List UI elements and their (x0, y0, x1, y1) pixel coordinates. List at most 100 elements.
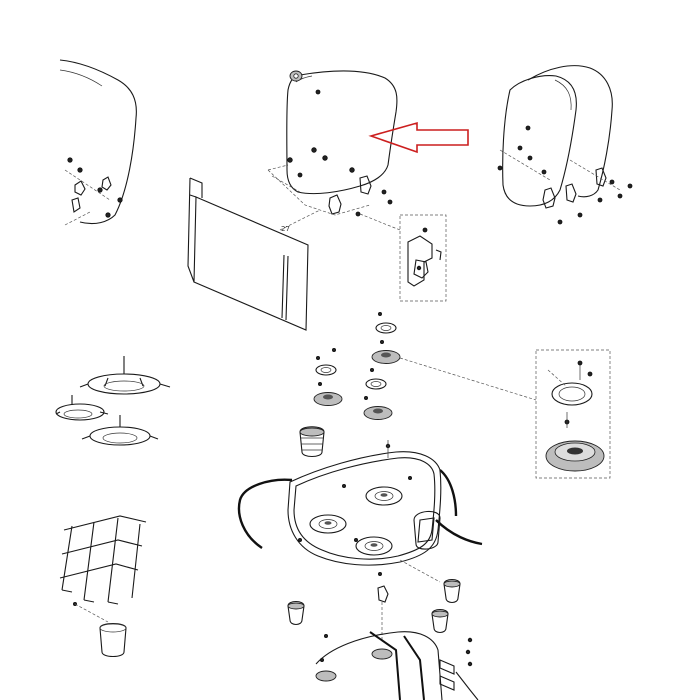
lower-hardware (287, 559, 473, 667)
rack-foot-cap-top (99, 623, 127, 633)
tray-seal (435, 519, 483, 546)
glass-panel (187, 177, 309, 331)
burner-ring (365, 378, 387, 390)
screw (287, 157, 293, 163)
screw (416, 265, 422, 271)
screw (349, 167, 355, 173)
rack-feet (61, 589, 119, 605)
knob-well (413, 510, 441, 550)
cooktop-tray (237, 440, 483, 566)
burner-ring-inner (320, 367, 332, 373)
lid-bumper-hole (293, 73, 299, 79)
leader-line (399, 559, 441, 583)
burner-detail-inset (535, 349, 611, 479)
gas-manifold (315, 631, 479, 700)
leader-line (399, 357, 537, 401)
hinge-bracket (542, 187, 556, 209)
manifold-frame (315, 631, 443, 700)
leader-line (359, 213, 401, 231)
pan-support (89, 426, 151, 446)
burner-base-core (567, 447, 583, 455)
tray-rim (293, 457, 436, 560)
burner-ring-inner (380, 325, 392, 331)
screw (422, 227, 428, 233)
screw (369, 367, 374, 372)
screw (587, 371, 593, 377)
leader-line (74, 603, 109, 623)
manifold-outlet (455, 671, 479, 700)
ribbed-plug-top (299, 427, 325, 437)
screw (97, 187, 103, 193)
detail-frame (535, 349, 611, 479)
screw (363, 395, 368, 400)
manifold-burner (371, 648, 393, 660)
leader-line (279, 209, 321, 231)
screw (609, 179, 615, 185)
burner-ring (375, 322, 397, 334)
manifold-burner (315, 670, 337, 682)
knob-well-inner (417, 517, 435, 543)
hinge-bracket (565, 183, 577, 203)
screw (331, 347, 336, 352)
screw (117, 197, 123, 203)
bracket-hook (413, 249, 442, 279)
hinge-bracket (74, 176, 112, 196)
tray-burner-ring (364, 541, 384, 551)
outline-arrow-left-icon (368, 121, 469, 154)
right-glass-lid-assembly (497, 65, 633, 225)
tray-seal (439, 469, 458, 517)
tray-burner-opening (309, 514, 347, 534)
screw (297, 538, 302, 543)
screw (355, 211, 361, 217)
ribbed-plug (299, 426, 325, 458)
screw (407, 475, 412, 480)
pan-support-arms (79, 356, 171, 388)
pan-support-inner (103, 380, 145, 392)
part-number-label: 27 (281, 225, 290, 233)
screw (311, 147, 317, 153)
pan-support-arms (81, 415, 159, 440)
screw (105, 212, 111, 218)
screw (297, 172, 303, 178)
screw (315, 355, 320, 360)
screw (377, 572, 382, 577)
glass-panel-fold (281, 254, 289, 321)
screw (315, 89, 321, 95)
hinge-detail-frame (267, 164, 371, 216)
screw (322, 155, 328, 161)
right-lid-outline-back (527, 65, 613, 198)
left-glass-lid-assembly (59, 59, 137, 226)
tray-burner-ring (374, 491, 394, 501)
tray-burner-core (370, 543, 378, 547)
left-lid-hinge-hardware (64, 157, 123, 226)
rack-foot-cap (99, 622, 127, 658)
screw (577, 360, 583, 366)
tray-burner-core (324, 521, 332, 525)
screw (467, 661, 473, 667)
leader-line (547, 369, 567, 387)
ribbed-plug-body (299, 426, 325, 458)
pan-support-inner (102, 432, 138, 444)
tray-burner-ring (318, 519, 338, 529)
glass-panel-front (193, 196, 309, 331)
leader-line (569, 159, 621, 191)
screw (377, 311, 382, 316)
burner-ring-inner (558, 386, 586, 402)
hinge-bracket-detail (399, 214, 447, 302)
hinge-bracket (71, 197, 81, 213)
glass-panel-edge (187, 177, 203, 283)
right-lid-inner (554, 79, 572, 111)
screw (577, 212, 583, 218)
manifold-valves (439, 659, 455, 691)
screw (617, 193, 623, 199)
burner-cap-core (373, 408, 383, 414)
screw (379, 339, 384, 344)
left-lid-inner (59, 69, 103, 87)
screw (627, 183, 633, 189)
center-lid-outline (286, 70, 398, 195)
tray-outline (287, 451, 442, 566)
burner-ring (315, 364, 337, 376)
burner-ring (551, 382, 593, 406)
hinge-bracket (328, 194, 342, 215)
screw (387, 199, 393, 205)
